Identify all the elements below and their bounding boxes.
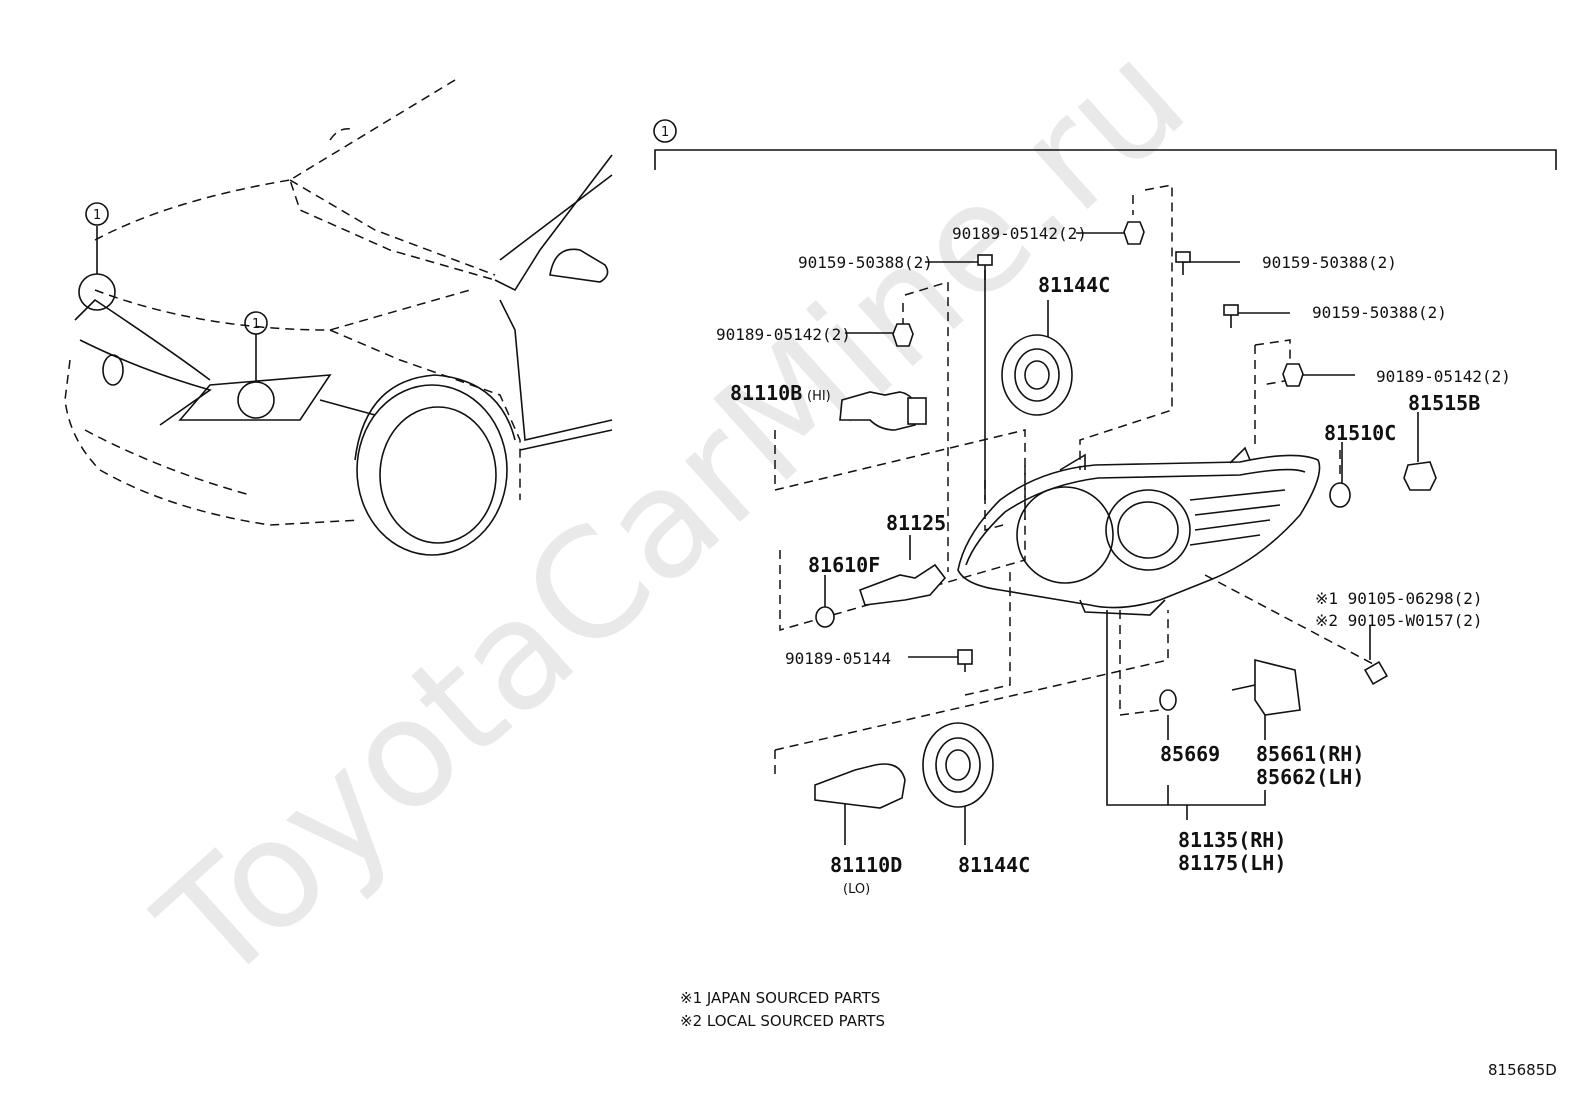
headlamp-housing <box>957 446 1321 616</box>
part-label: 81144C <box>1038 273 1110 297</box>
part-label: 81125 <box>886 511 946 535</box>
part-label: 81515B <box>1408 391 1480 415</box>
part-label: 85661(RH) <box>1256 742 1364 766</box>
diagram-id: 815685D <box>1488 1061 1557 1079</box>
part-label: 81110D <box>830 853 902 877</box>
part-label: 81110B <box>730 381 802 405</box>
watermark: ToyotaCarMine.ru <box>127 11 1218 1018</box>
part-label: 90189-05142(2) <box>952 224 1087 243</box>
part-label: 81135(RH) <box>1178 828 1286 852</box>
screw-icon <box>957 251 1389 686</box>
clip-icon <box>892 221 1304 387</box>
part-label: ※1 90105-06298(2) <box>1315 589 1483 608</box>
car-front-illustration: 1 1 <box>64 79 613 556</box>
footnote-japan: ※1 JAPAN SOURCED PARTS <box>680 989 880 1007</box>
part-label: 85669 <box>1160 742 1220 766</box>
leader-lines <box>774 184 1419 845</box>
callout-number: 1 <box>93 208 101 223</box>
footnote-local: ※2 LOCAL SOURCED PARTS <box>680 1012 885 1030</box>
part-note: (LO) <box>843 882 870 897</box>
part-note: (HI) <box>807 389 831 404</box>
part-label: ※2 90105-W0157(2) <box>1315 611 1483 630</box>
part-label: 81510C <box>1324 421 1396 445</box>
part-label: 81175(LH) <box>1178 851 1286 875</box>
part-label: 81144C <box>958 853 1030 877</box>
dust-cover-icon <box>922 334 1073 808</box>
part-label: 81610F <box>808 553 880 577</box>
part-label: 90189-05144 <box>785 649 891 668</box>
part-label: 85662(LH) <box>1256 765 1364 789</box>
assembly-bracket <box>654 149 1557 170</box>
part-labels: 90189-05142(2) 90159-50388(2) 90159-5038… <box>716 224 1511 897</box>
callout-number: 1 <box>661 125 669 140</box>
part-label: 90189-05142(2) <box>1376 367 1511 386</box>
part-label: 90159-50388(2) <box>1262 253 1397 272</box>
part-label: 90159-50388(2) <box>798 253 933 272</box>
part-label: 90189-05142(2) <box>716 325 851 344</box>
part-label: 90159-50388(2) <box>1312 303 1447 322</box>
bulb-icon <box>814 391 1437 809</box>
callout-number: 1 <box>252 317 260 332</box>
